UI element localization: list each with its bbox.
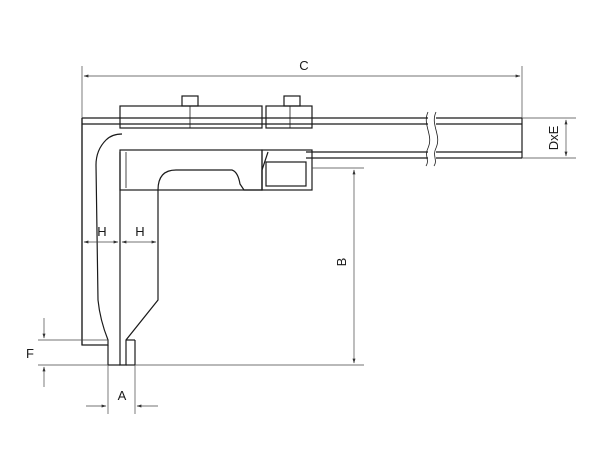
label-h-right: H: [135, 224, 144, 239]
knob-right-icon: [283, 95, 301, 107]
thumb-wheel-icon: [265, 161, 307, 187]
dimension-f: F: [26, 318, 108, 387]
dimension-a: A: [86, 365, 158, 414]
dimension-b: B: [135, 167, 364, 366]
dimension-h: H H: [83, 224, 157, 244]
label-f: F: [26, 346, 34, 361]
label-a: A: [118, 388, 127, 403]
dimension-c: C: [81, 58, 523, 118]
upper-slider: [119, 95, 313, 129]
label-h-left: H: [97, 224, 106, 239]
knob-left-icon: [181, 95, 199, 107]
label-c: C: [299, 58, 308, 73]
lower-slider: [119, 149, 313, 191]
beam-break-symbol: [425, 111, 439, 167]
dimension-dxe: DxE: [522, 117, 576, 159]
main-beam: [82, 117, 523, 159]
label-dxe: DxE: [546, 125, 561, 150]
label-b: B: [334, 258, 349, 267]
fixed-jaw: [81, 118, 123, 346]
movable-jaw: [107, 151, 269, 366]
